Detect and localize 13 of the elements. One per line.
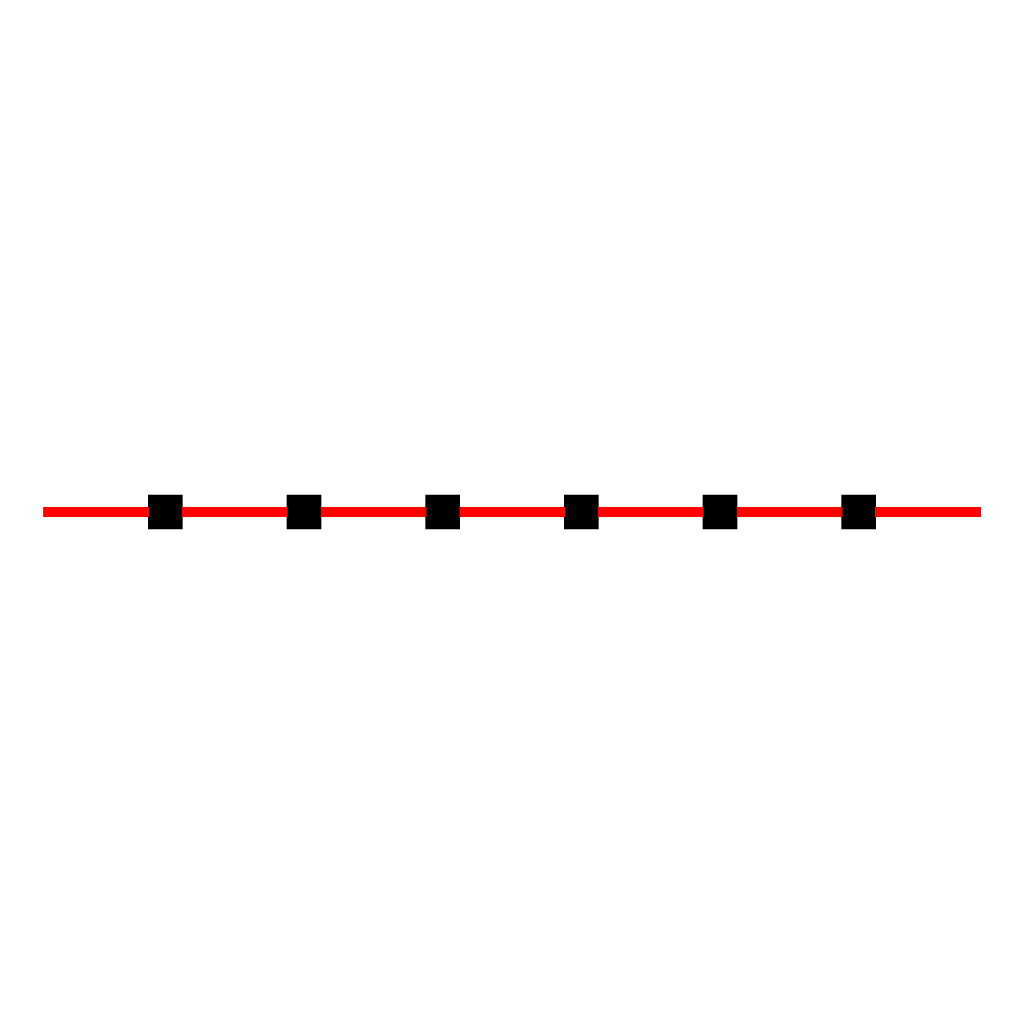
connector bbox=[459, 507, 566, 517]
node-box bbox=[425, 494, 460, 530]
connector bbox=[320, 507, 427, 517]
node-box bbox=[286, 494, 322, 530]
node-box bbox=[702, 494, 738, 530]
connector bbox=[736, 507, 843, 517]
node-box bbox=[841, 494, 876, 530]
connector bbox=[182, 507, 288, 517]
node-box bbox=[564, 494, 599, 530]
connector bbox=[43, 507, 149, 517]
connector bbox=[598, 507, 704, 517]
node-box bbox=[148, 494, 183, 530]
connector bbox=[874, 507, 981, 517]
